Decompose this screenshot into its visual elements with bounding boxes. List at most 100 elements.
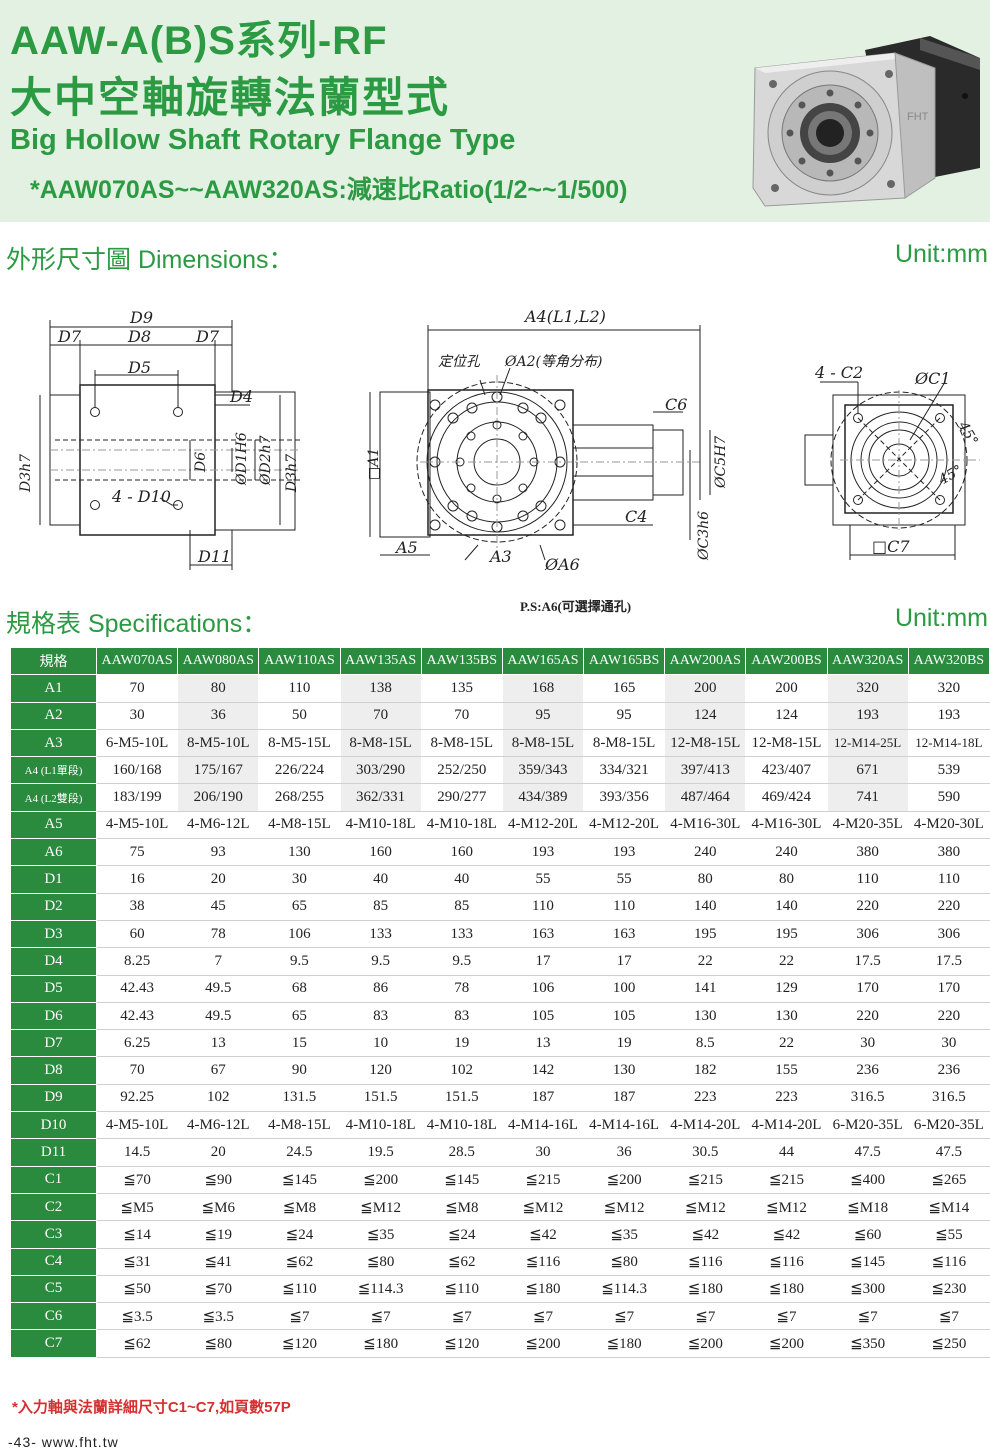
- table-cell: ≦114.3: [583, 1274, 666, 1304]
- table-cell: 70: [420, 701, 503, 730]
- label-a4: A4(L1,L2): [523, 307, 606, 326]
- header-banner: AAW-A(B)S系列-RF 大中空軸旋轉法蘭型式 Big Hollow Sha…: [0, 0, 990, 222]
- row-label: A6: [10, 838, 97, 867]
- table-cell: ≦42: [664, 1220, 747, 1249]
- row-label: A4 (L1單段): [10, 756, 97, 785]
- table-cell: 359/343: [501, 756, 585, 785]
- table-cell: 741: [826, 783, 909, 812]
- dimension-drawings: D9 D7 D8 D7 D5 D4 D3h7 D6 ØD1H6 ØD2h7 D3…: [18, 307, 981, 574]
- table-cell: 268/255: [258, 783, 341, 812]
- table-cell: 12-M14-25L: [826, 728, 909, 758]
- table-cell: ≦7: [583, 1302, 666, 1331]
- row-label: A3: [10, 728, 97, 758]
- label-c1: ØC1: [914, 369, 951, 388]
- table-cell: ≦M12: [664, 1192, 747, 1222]
- table-cell: 85: [420, 892, 503, 921]
- table-cell: ≦14: [95, 1220, 179, 1249]
- table-cell: 14.5: [95, 1138, 179, 1167]
- table-cell: 30: [826, 1029, 909, 1058]
- table-cell: ≦215: [501, 1165, 585, 1194]
- table-cell: ≦116: [745, 1247, 828, 1276]
- label-d3: D3h7: [18, 454, 34, 493]
- table-cell: ≦120: [258, 1329, 341, 1358]
- table-cell: ≦400: [826, 1165, 909, 1194]
- table-cell: 4-M14-16L: [501, 1111, 585, 1140]
- label-a3: A3: [488, 547, 512, 566]
- table-cell: 590: [907, 783, 990, 812]
- table-cell: ≦42: [745, 1220, 828, 1249]
- table-row: C1≦70≦90≦145≦200≦145≦215≦200≦215≦215≦400…: [10, 1165, 990, 1194]
- table-cell: 4-M16-30L: [664, 810, 747, 840]
- label-a6: ØA6: [544, 555, 580, 574]
- table-cell: ≦62: [95, 1329, 179, 1358]
- table-cell: 6.25: [95, 1029, 179, 1058]
- table-cell: 220: [826, 892, 909, 921]
- label-c5: ØC5H7: [713, 436, 729, 489]
- label-d2: ØD2h7: [258, 435, 274, 486]
- table-row: C5≦50≦70≦110≦114.3≦110≦180≦114.3≦180≦180…: [10, 1274, 990, 1304]
- table-cell: 469/424: [745, 783, 828, 812]
- table-cell: 423/407: [745, 756, 828, 785]
- table-cell: 83: [420, 1001, 503, 1031]
- table-cell: ≦180: [339, 1329, 422, 1358]
- english-title: Big Hollow Shaft Rotary Flange Type: [10, 124, 516, 156]
- table-cell: ≦300: [826, 1274, 909, 1304]
- table-cell: 4-M14-20L: [745, 1111, 828, 1140]
- dimensions-unit: Unit:mm: [894, 240, 988, 268]
- row-label: A2: [10, 701, 97, 730]
- table-cell: ≦M14: [907, 1192, 990, 1222]
- table-cell: ≦3.5: [177, 1302, 260, 1331]
- table-cell: ≦M6: [177, 1192, 260, 1222]
- table-cell: ≦50: [95, 1274, 179, 1304]
- table-cell: ≦110: [420, 1274, 503, 1304]
- table-cell: 12-M8-15L: [745, 728, 828, 758]
- table-cell: 93: [177, 838, 260, 867]
- table-cell: ≦145: [258, 1165, 341, 1194]
- footnote: *入力軸與法蘭詳細尺寸C1~C7,如頁數57P: [12, 1399, 291, 1416]
- table-cell: 120: [339, 1056, 422, 1085]
- table-cell: 151.5: [339, 1083, 422, 1113]
- table-cell: 45: [177, 892, 260, 921]
- model-header: AAW320AS: [826, 646, 909, 676]
- table-cell: 102: [177, 1083, 260, 1113]
- table-cell: 4-M20-30L: [907, 810, 990, 840]
- table-cell: 12-M14-18L: [907, 728, 990, 758]
- table-cell: 80: [177, 674, 260, 703]
- product-logo: FHT: [907, 111, 929, 123]
- table-cell: 4-M8-15L: [258, 810, 341, 840]
- table-cell: 306: [826, 919, 909, 949]
- table-cell: 20: [177, 1138, 260, 1167]
- table-cell: 9.5: [258, 947, 341, 976]
- table-cell: 220: [826, 1001, 909, 1031]
- table-cell: 55: [501, 865, 585, 894]
- table-cell: ≦145: [420, 1165, 503, 1194]
- table-cell: ≦M12: [583, 1192, 666, 1222]
- row-label: D8: [10, 1056, 97, 1085]
- table-cell: 170: [907, 974, 990, 1003]
- table-cell: 135: [420, 674, 503, 703]
- table-cell: 16: [95, 865, 179, 894]
- model-header: AAW165BS: [583, 646, 666, 676]
- table-cell: 42.43: [95, 974, 179, 1003]
- table-cell: ≦M5: [95, 1192, 179, 1222]
- table-cell: 83: [339, 1001, 422, 1031]
- model-header: AAW165AS: [501, 646, 585, 676]
- label-d6: D6: [193, 452, 209, 473]
- row-label: A4 (L2雙段): [10, 783, 97, 812]
- table-cell: 49.5: [177, 974, 260, 1003]
- table-cell: ≦7: [664, 1302, 747, 1331]
- table-cell: 47.5: [826, 1138, 909, 1167]
- table-cell: 4-M5-10L: [95, 1111, 179, 1140]
- table-cell: 8-M5-15L: [258, 728, 341, 758]
- table-cell: 187: [583, 1083, 666, 1113]
- table-cell: ≦24: [258, 1220, 341, 1249]
- table-cell: 65: [258, 1001, 341, 1031]
- table-cell: ≦55: [907, 1220, 990, 1249]
